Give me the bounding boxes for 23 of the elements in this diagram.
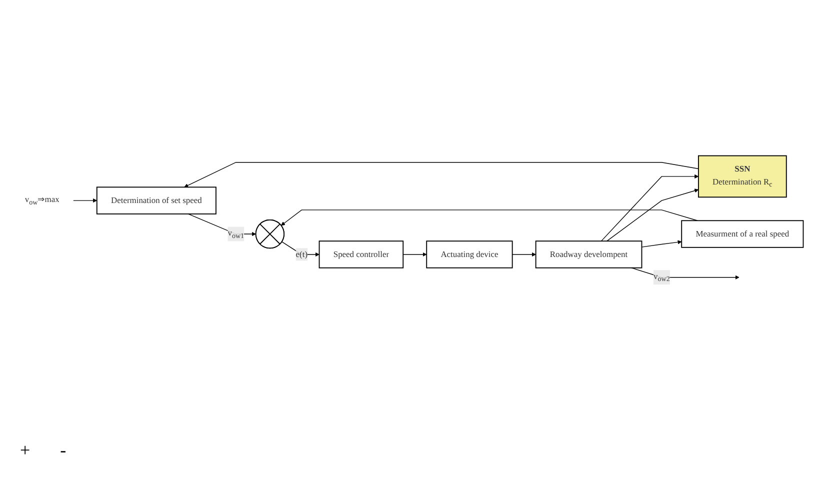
sign-label: - (60, 440, 66, 461)
node-text: v$_{ow}$⇒max (24, 194, 60, 206)
arrow (606, 188, 699, 242)
arrow (641, 240, 682, 248)
node-box: Actuating device (426, 240, 513, 268)
arrow (600, 174, 699, 242)
arrow (280, 209, 698, 226)
edge-label: e(t) (296, 249, 308, 259)
edge-label: v$_{ow2}$ (653, 271, 670, 283)
arrow (184, 162, 699, 188)
arrow (73, 198, 98, 202)
node-box: Determination of set speed (96, 186, 216, 214)
sign-label: + (20, 440, 30, 461)
arrow (512, 252, 536, 256)
node-box: SSN Determination R$_{c}$ (698, 155, 787, 198)
arrow (188, 213, 256, 236)
node-box: Speed controller (318, 240, 404, 268)
edge-label: v$_{ow1}$ (228, 228, 244, 240)
arrow (281, 241, 320, 256)
arrow (631, 267, 740, 280)
arrow (402, 252, 427, 256)
node-box: Roadway develompent (535, 240, 642, 268)
node-box: Measurment of a real speed (681, 220, 804, 248)
